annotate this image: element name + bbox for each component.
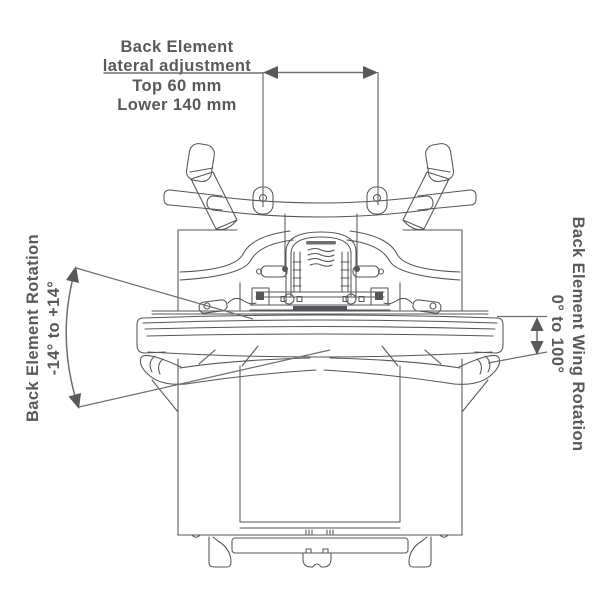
lateral-adjustment-value-lower: Lower 140 mm <box>117 96 236 114</box>
lateral-adjustment-value-top: Top 60 mm <box>132 77 221 95</box>
rotation-wedge-lines <box>75 267 331 408</box>
arrowhead-right <box>363 66 378 79</box>
machine-body <box>177 229 463 538</box>
element-rotation-title: Back Element Rotation <box>24 234 42 422</box>
arc-arrowhead-top <box>66 266 79 283</box>
machine-base <box>208 536 432 568</box>
lateral-adjustment-title-line2: lateral adjustment <box>103 57 252 75</box>
center-housing <box>179 213 461 297</box>
carriage <box>198 287 442 314</box>
dimension-wing-rotation: Back Element Wing Rotation 0° to 100° <box>487 217 587 452</box>
back-element-beam <box>136 310 504 358</box>
right-clamp <box>366 186 388 215</box>
rotation-arc <box>65 273 78 404</box>
wing-rotation-value: 0° to 100° <box>548 295 566 374</box>
arc-arrowhead-bottom <box>68 393 81 409</box>
wing-arrowhead-top <box>530 317 544 331</box>
brand-logo-mark <box>306 241 336 245</box>
wing-rotation-title: Back Element Wing Rotation <box>569 217 587 452</box>
dimension-lateral-adjustment: Back Element lateral adjustment Top 60 m… <box>103 38 379 207</box>
lateral-adjustment-title-line1: Back Element <box>120 38 233 56</box>
dimension-element-rotation: Back Element Rotation -14° to +14° <box>24 234 331 422</box>
extension-lines <box>262 72 379 207</box>
back-element-wings-lowered <box>139 345 501 413</box>
element-rotation-value: -14° to +14° <box>45 281 63 376</box>
left-handle <box>185 143 238 231</box>
crossbar <box>163 186 477 218</box>
machine-drawing <box>136 143 504 568</box>
wing-arrowhead-bottom <box>530 341 544 355</box>
arrowhead-left <box>263 66 278 79</box>
right-handle <box>402 143 455 231</box>
